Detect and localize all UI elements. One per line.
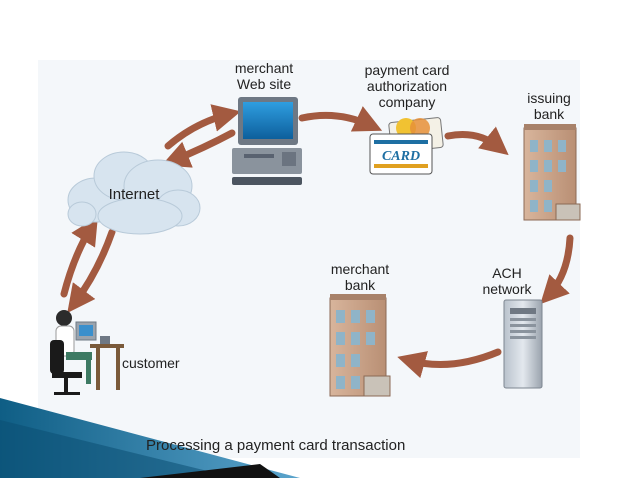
arrow-web-to-authorization xyxy=(298,106,383,132)
computer-icon xyxy=(232,97,302,185)
credit-card-icon xyxy=(369,117,444,175)
arrow-customer-to-internet xyxy=(60,216,98,298)
merchant-bank-building-icon xyxy=(329,294,391,397)
server-tower-icon xyxy=(503,299,543,389)
arrow-ach-to-merchant-bank xyxy=(397,348,502,379)
arrow-web-to-internet xyxy=(161,129,236,168)
customer-label: customer xyxy=(122,355,180,371)
diagram-panel xyxy=(38,60,580,458)
arrow-internet-to-customer xyxy=(67,228,116,313)
arrow-issuing-to-ach xyxy=(540,234,574,305)
customer-at-computer-icon xyxy=(50,310,124,395)
card-text: CARD xyxy=(382,149,420,164)
issuing-bank-label: issuing bank xyxy=(527,90,571,122)
flow-arrows xyxy=(60,104,574,379)
merchant-web-site-label: merchant Web site xyxy=(234,60,294,92)
internet-cloud xyxy=(67,151,201,235)
ach-network-label: ACH network xyxy=(482,265,532,297)
corner-ribbon xyxy=(0,398,300,478)
merchant-bank-label: merchant bank xyxy=(330,261,390,293)
diagram-caption: Processing a payment card transaction xyxy=(146,437,406,454)
authorization-company-label: payment card authorization company xyxy=(364,62,450,110)
issuing-bank-building-icon xyxy=(523,124,581,221)
arrow-authorization-to-issuing xyxy=(444,126,509,156)
internet-label: Internet xyxy=(109,186,161,203)
